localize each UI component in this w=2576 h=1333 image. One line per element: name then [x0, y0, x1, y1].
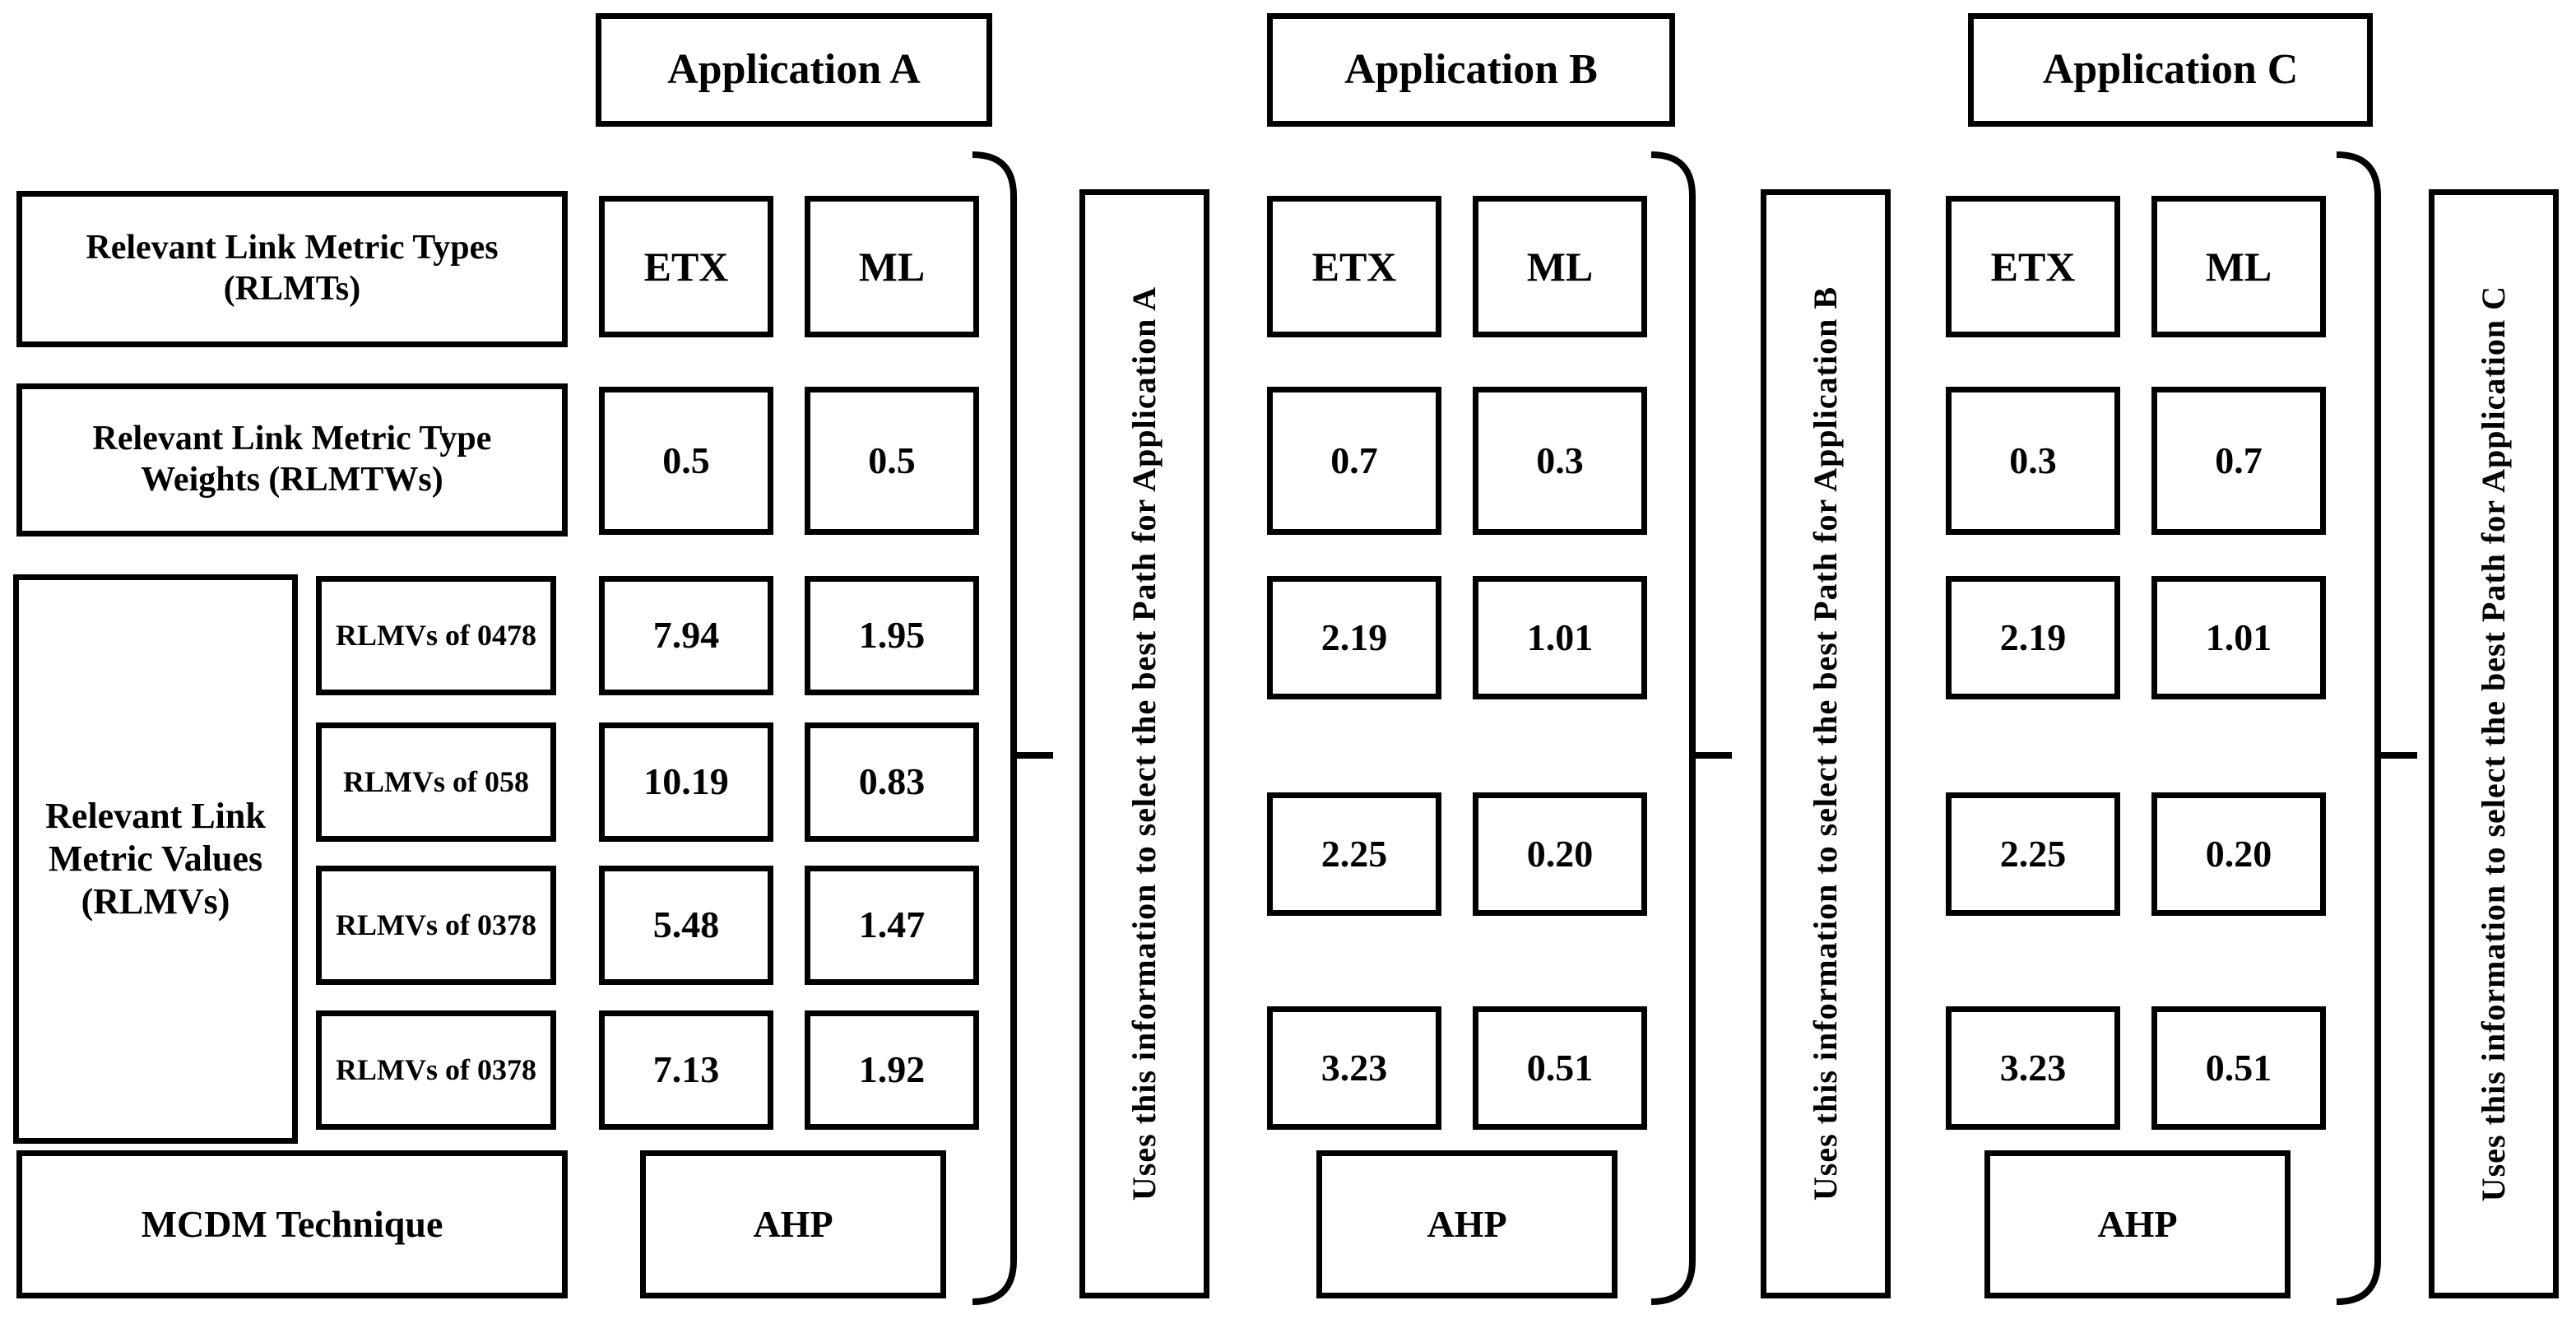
app-c-value-row1-ml: 1.01 [2151, 576, 2326, 699]
app-b-gather-bracket [1650, 151, 1732, 1305]
app-a-weight-etx-box: 0.5 [599, 387, 773, 535]
app-a-gather-bracket [972, 151, 1053, 1305]
app-c-metric-ml-box: ML [2151, 196, 2326, 337]
app-a-value-row4-ml: 1.92 [805, 1010, 979, 1130]
app-b-note-box: Uses this information to select the best… [1761, 189, 1891, 1298]
app-b-value-row2-etx: 2.25 [1267, 792, 1441, 916]
app-a-value-row2-ml: 0.83 [805, 722, 979, 842]
app-c-gather-bracket [2336, 151, 2417, 1305]
app-b-value-row1-etx: 2.19 [1267, 576, 1441, 699]
rlmv-row-label-0378b: RLMVs of 0378 [316, 1010, 556, 1130]
app-c-value-row2-etx: 2.25 [1946, 792, 2120, 916]
app-b-note-text: Uses this information to select the best… [1807, 286, 1845, 1201]
rlmv-row-label-0378a: RLMVs of 0378 [316, 866, 556, 985]
app-c-header: Application C [1968, 13, 2373, 127]
app-b-header: Application B [1267, 13, 1675, 127]
app-c-note-text: Uses this information to select the best… [2475, 286, 2513, 1202]
app-a-value-row1-ml: 1.95 [805, 576, 979, 695]
rlmv-row-label-058: RLMVs of 058 [316, 722, 556, 842]
app-c-value-row3-etx: 3.23 [1946, 1006, 2120, 1130]
app-b-value-row2-ml: 0.20 [1473, 792, 1647, 916]
app-c-metric-etx-box: ETX [1946, 196, 2120, 337]
app-a-value-row3-ml: 1.47 [805, 866, 979, 985]
app-b-weight-etx-box: 0.7 [1267, 387, 1441, 535]
app-c-technique-box: AHP [1984, 1150, 2291, 1298]
app-a-weight-ml-box: 0.5 [805, 387, 979, 535]
rlmt-label-box: Relevant Link Metric Types (RLMTs) [16, 191, 568, 347]
app-b-metric-ml-box: ML [1473, 196, 1647, 337]
app-a-metric-etx-box: ETX [599, 196, 773, 337]
app-a-note-text: Uses this information to select the best… [1126, 286, 1163, 1201]
app-b-weight-ml-box: 0.3 [1473, 387, 1647, 535]
app-b-value-row3-ml: 0.51 [1473, 1006, 1647, 1130]
app-b-value-row1-ml: 1.01 [1473, 576, 1647, 699]
app-a-value-row2-etx: 10.19 [599, 722, 773, 842]
app-a-value-row3-etx: 5.48 [599, 866, 773, 985]
app-c-value-row3-ml: 0.51 [2151, 1006, 2326, 1130]
rlmv-label-box: Relevant Link Metric Values (RLMVs) [13, 574, 298, 1144]
app-c-weight-etx-box: 0.3 [1946, 387, 2120, 535]
app-b-metric-etx-box: ETX [1267, 196, 1441, 337]
app-a-value-row4-etx: 7.13 [599, 1010, 773, 1130]
app-c-value-row2-ml: 0.20 [2151, 792, 2326, 916]
app-b-technique-box: AHP [1316, 1150, 1618, 1298]
app-c-value-row1-etx: 2.19 [1946, 576, 2120, 699]
app-a-value-row1-etx: 7.94 [599, 576, 773, 695]
app-a-technique-box: AHP [640, 1150, 946, 1298]
app-a-header: Application A [596, 13, 992, 127]
mcdm-technique-label-box: MCDM Technique [16, 1150, 568, 1298]
app-c-note-box: Uses this information to select the best… [2429, 189, 2559, 1298]
app-a-metric-ml-box: ML [805, 196, 979, 337]
app-c-weight-ml-box: 0.7 [2151, 387, 2326, 535]
rlmv-row-label-0478: RLMVs of 0478 [316, 576, 556, 695]
rlmtw-label-box: Relevant Link Metric Type Weights (RLMTW… [16, 383, 568, 536]
app-a-note-box: Uses this information to select the best… [1079, 189, 1209, 1298]
app-b-value-row3-etx: 3.23 [1267, 1006, 1441, 1130]
